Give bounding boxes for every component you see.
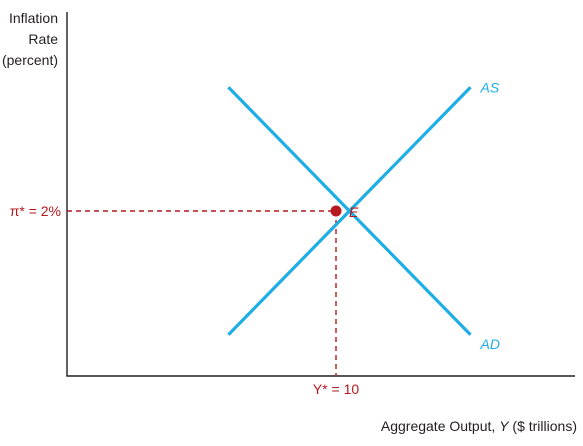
x-axis-label-suffix: ($ trillions) (508, 418, 577, 434)
ad-curve-label: AD (480, 336, 500, 352)
equilibrium-label: E (349, 204, 359, 220)
x-axis-label: Aggregate Output, Y ($ trillions) (381, 418, 577, 434)
x-tick-label-equilibrium: Y* = 10 (313, 381, 360, 397)
curves: AS AD (227, 79, 500, 352)
y-axis-label-line-3: (percent) (1, 52, 58, 68)
x-axis-label-prefix: Aggregate Output, (380, 418, 500, 434)
y-tick-label-equilibrium: π* = 2% (10, 203, 61, 219)
y-axis-label-line-1: Inflation (8, 10, 58, 26)
ad-curve (227, 86, 472, 336)
y-axis-label-line-2: Rate (28, 31, 58, 47)
x-axis-label-variable: Y (499, 418, 509, 434)
as-curve-label: AS (480, 79, 500, 95)
axes (66, 12, 575, 377)
equilibrium-point (330, 205, 342, 217)
guide-lines (67, 210, 337, 376)
